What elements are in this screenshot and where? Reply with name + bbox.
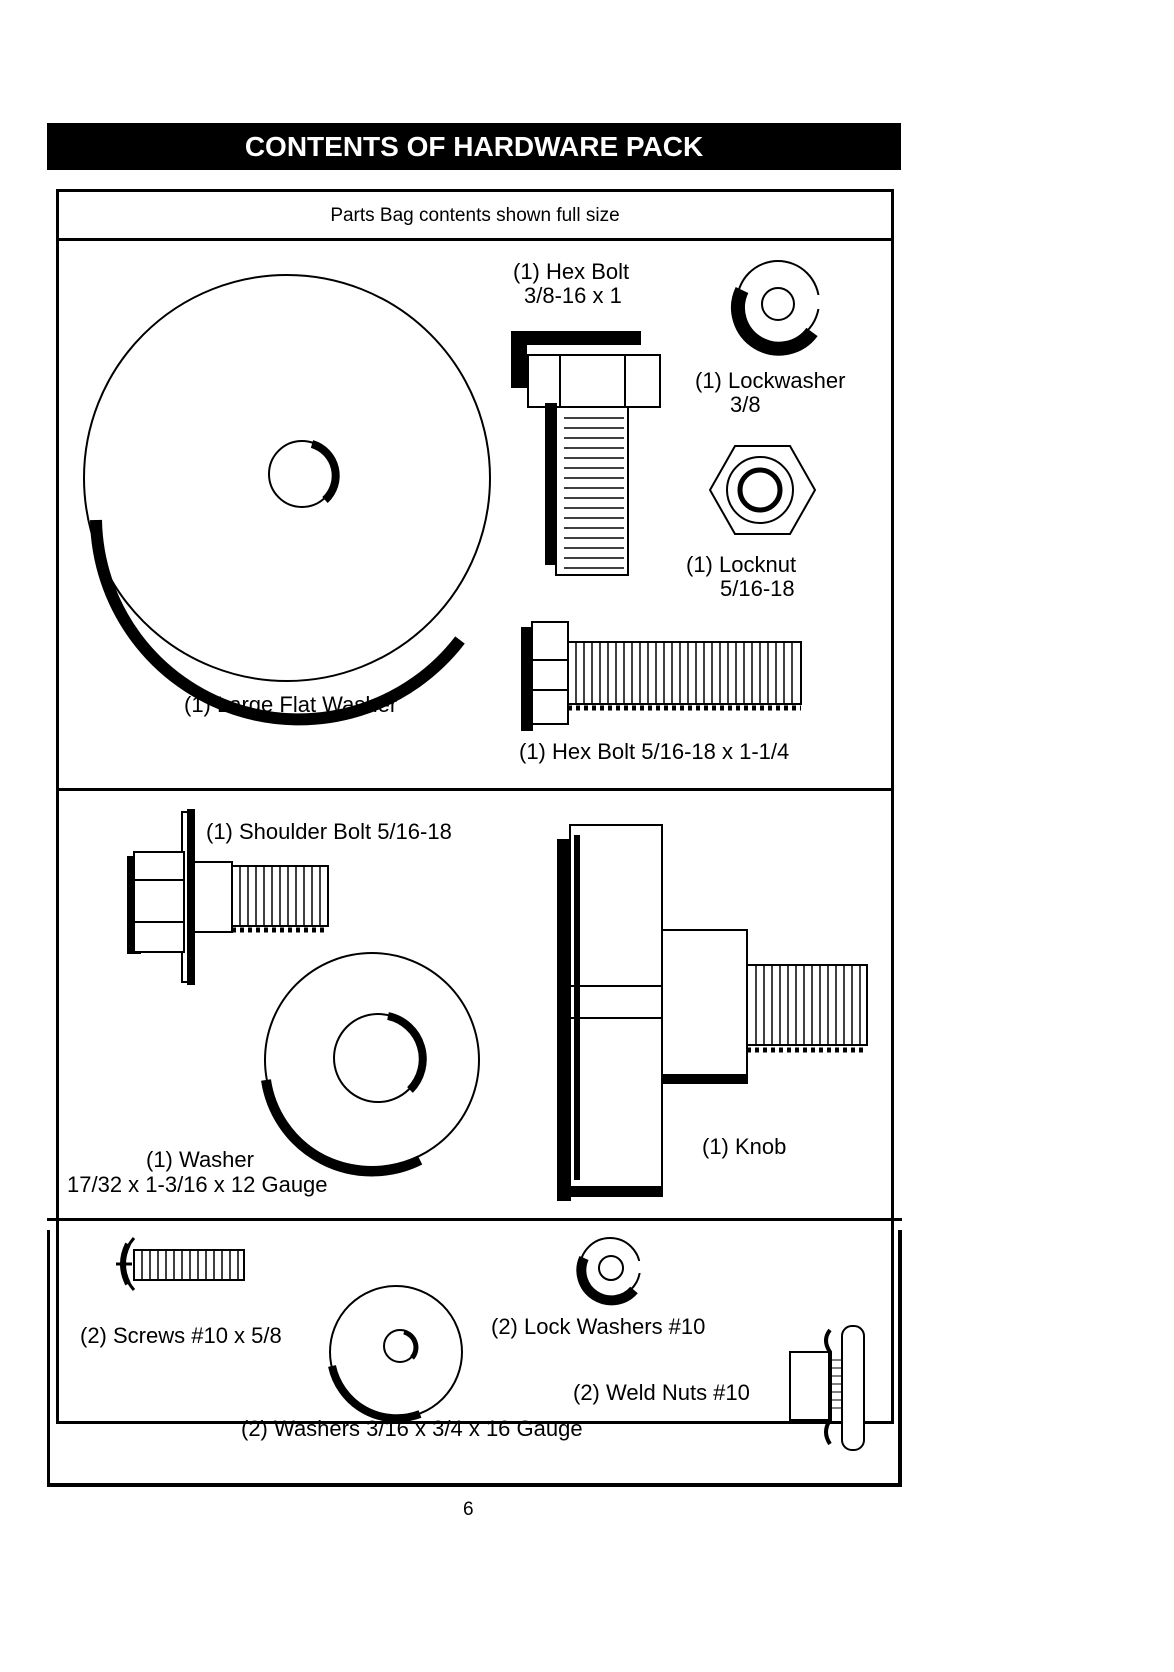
lock-washer-10-illustration	[576, 1237, 645, 1306]
shoulder-bolt-label: (1) Shoulder Bolt 5/16-18	[206, 819, 452, 844]
subheader-note: Parts Bag contents shown full size	[330, 205, 620, 226]
frame-outer-border-left	[47, 1230, 50, 1485]
hardware-pack-frame	[56, 189, 894, 1424]
knob-illustration	[557, 824, 868, 1201]
divider-section-2	[47, 1218, 902, 1221]
lockwasher-label: (1) Lockwasher	[695, 368, 846, 393]
large-flat-washer-illustration	[83, 274, 491, 726]
locknut-illustration	[708, 445, 817, 535]
lock-washers-label: (2) Lock Washers #10	[491, 1314, 706, 1339]
frame-outer-border-right	[898, 1230, 902, 1487]
hex-bolt-3-8-size: 3/8-16 x 1	[524, 283, 622, 308]
section-title: CONTENTS OF HARDWARE PACK	[244, 130, 704, 162]
divider-section-1	[56, 788, 894, 791]
locknut-size: 5/16-18	[720, 576, 795, 601]
lockwasher-illustration	[731, 260, 827, 356]
large-flat-washer-label: (1) Large Flat Washer	[184, 692, 398, 717]
washer-label: (1) Washer	[146, 1147, 254, 1172]
washers-16-gauge-illustration	[328, 1285, 463, 1423]
knob-label: (1) Knob	[702, 1134, 787, 1159]
frame-outer-border-bottom	[47, 1483, 902, 1487]
weld-nut-illustration	[789, 1325, 865, 1451]
hex-bolt-5-16-illustration	[521, 621, 802, 731]
hex-bolt-5-16-label: (1) Hex Bolt 5/16-18 x 1-1/4	[519, 739, 790, 764]
hex-bolt-3-8-label: (1) Hex Bolt	[513, 259, 630, 284]
washer-12-gauge-illustration	[261, 952, 480, 1177]
shoulder-bolt-illustration	[127, 809, 329, 985]
divider-subheader	[56, 238, 894, 241]
section-title-bar: CONTENTS OF HARDWARE PACK	[47, 123, 901, 170]
page-number: 6	[463, 1499, 474, 1520]
weld-nuts-label: (2) Weld Nuts #10	[573, 1380, 750, 1405]
washer-size: 17/32 x 1-3/16 x 12 Gauge	[67, 1172, 328, 1197]
hex-bolt-3-8-illustration	[511, 331, 661, 576]
screw-illustration	[116, 1237, 245, 1291]
washers-label: (2) Washers 3/16 x 3/4 x 16 Gauge	[241, 1416, 583, 1441]
screws-label: (2) Screws #10 x 5/8	[80, 1323, 282, 1348]
lockwasher-size: 3/8	[730, 392, 761, 417]
locknut-label: (1) Locknut	[686, 552, 797, 577]
